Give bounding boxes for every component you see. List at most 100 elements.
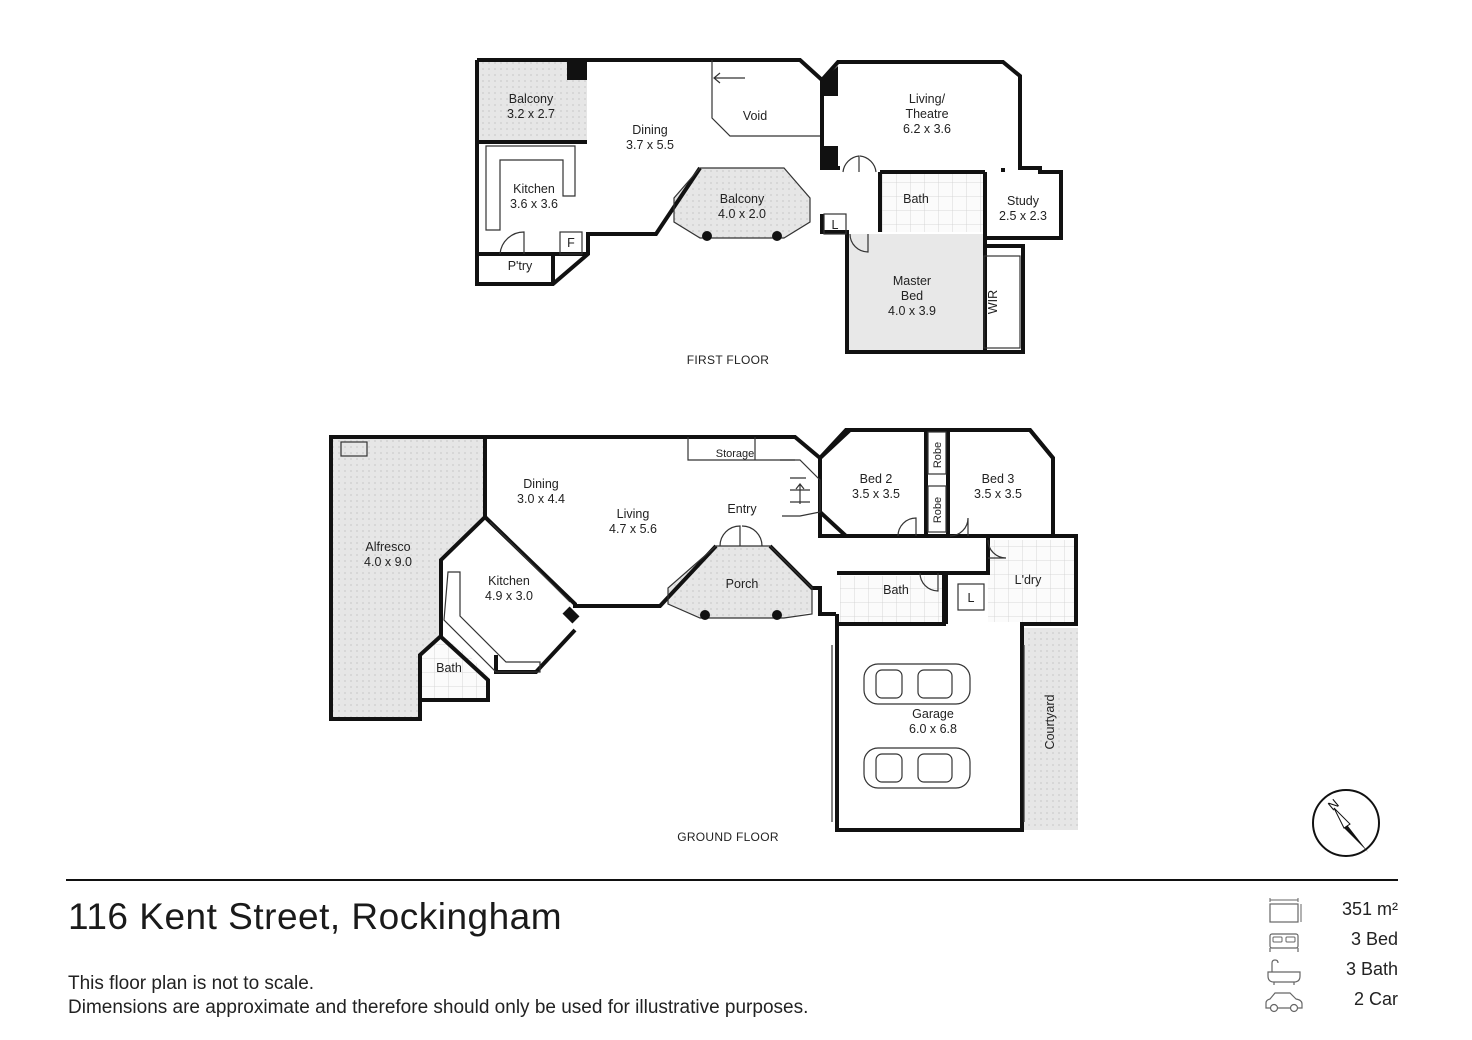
wall-block bbox=[567, 60, 587, 80]
stair-arrow-icon bbox=[713, 72, 745, 84]
svg-text:3.5 x 3.5: 3.5 x 3.5 bbox=[852, 487, 900, 501]
north-arrow-icon: N bbox=[1312, 789, 1380, 857]
column bbox=[772, 231, 782, 241]
svg-text:WIR: WIR bbox=[986, 290, 1000, 314]
svg-text:Bed: Bed bbox=[901, 289, 923, 303]
wall-block bbox=[562, 606, 580, 624]
room-name: Bed 3 bbox=[982, 472, 1015, 486]
svg-text:L: L bbox=[832, 218, 839, 232]
room-name: Balcony bbox=[720, 192, 765, 206]
svg-text:L: L bbox=[968, 591, 975, 605]
kitchen-gf-bench bbox=[443, 571, 541, 673]
svg-text:Master: Master bbox=[893, 274, 931, 288]
porch-area bbox=[668, 546, 812, 618]
room-name: Bath bbox=[903, 192, 929, 206]
fridge-box bbox=[559, 231, 583, 255]
svg-text:2.5 x 2.3: 2.5 x 2.3 bbox=[999, 209, 1047, 223]
footer-divider bbox=[66, 879, 1398, 881]
room-dims: 4.7 x 5.6 bbox=[609, 522, 657, 536]
bath-gf-left-area bbox=[420, 636, 488, 700]
stat-car: 2 Car bbox=[1262, 986, 1398, 1016]
room-dims: 4.9 x 3.0 bbox=[485, 589, 533, 603]
svg-text:4.0 x 3.9: 4.0 x 3.9 bbox=[888, 304, 936, 318]
svg-text:Bath: Bath bbox=[436, 661, 462, 675]
svg-text:Theatre: Theatre bbox=[905, 107, 948, 121]
svg-text:P'try: P'try bbox=[508, 259, 533, 273]
balcony-mid-walls bbox=[673, 167, 811, 239]
robe-bottom-box bbox=[927, 485, 947, 533]
svg-text:GROUND FLOOR: GROUND FLOOR bbox=[677, 830, 779, 844]
room-name: Kitchen bbox=[513, 182, 555, 196]
room-name: Dining bbox=[523, 477, 558, 491]
room-name: Courtyard bbox=[1043, 695, 1057, 750]
room-name: Living/ bbox=[909, 92, 946, 106]
ground-floor-plan: Alfresco 4.0 x 9.0 Dining 3.0 x 4.4 Livi… bbox=[329, 428, 1078, 844]
kitchen-ff-bench bbox=[485, 145, 576, 231]
svg-text:L'dry: L'dry bbox=[1015, 573, 1042, 587]
svg-text:6.2 x 3.6: 6.2 x 3.6 bbox=[903, 122, 951, 136]
svg-text:4.7 x 5.6: 4.7 x 5.6 bbox=[609, 522, 657, 536]
svg-text:Storage: Storage bbox=[716, 448, 755, 460]
room-dims: 3.7 x 5.5 bbox=[626, 138, 674, 152]
door-swing bbox=[949, 517, 969, 537]
svg-text:3.7 x 5.5: 3.7 x 5.5 bbox=[626, 138, 674, 152]
svg-text:FIRST FLOOR: FIRST FLOOR bbox=[687, 353, 769, 367]
disclaimer-line: Dimensions are approximate and therefore… bbox=[68, 997, 809, 1018]
svg-text:Living/: Living/ bbox=[909, 92, 946, 106]
alfresco-area bbox=[331, 437, 485, 719]
door-swing bbox=[849, 233, 869, 253]
room-name: Alfresco bbox=[365, 540, 410, 554]
stair-arrow-icon bbox=[795, 483, 805, 504]
svg-text:Robe: Robe bbox=[932, 497, 944, 523]
room-dims: 4.0 x 3.9 bbox=[888, 304, 936, 318]
svg-text:Balcony: Balcony bbox=[509, 92, 554, 106]
room-dims: 3.0 x 4.4 bbox=[517, 492, 565, 506]
linen-ff-box bbox=[823, 213, 847, 235]
bath-icon bbox=[1267, 959, 1301, 985]
room-name: Living bbox=[617, 507, 650, 521]
room-dims: 3.5 x 3.5 bbox=[852, 487, 900, 501]
svg-text:3.5 x 3.5: 3.5 x 3.5 bbox=[974, 487, 1022, 501]
room-name: Robe bbox=[932, 442, 944, 468]
floor-plan-drawing: Balcony 3.2 x 2.7 Dining 3.7 x 5.5 Void … bbox=[329, 58, 1380, 857]
floor-label: FIRST FLOOR bbox=[687, 353, 769, 367]
room-name: Storage bbox=[716, 448, 755, 460]
svg-text:Kitchen: Kitchen bbox=[513, 182, 555, 196]
first-floor-plan: Balcony 3.2 x 2.7 Dining 3.7 x 5.5 Void … bbox=[475, 58, 1063, 367]
room-dims: 3.5 x 3.5 bbox=[974, 487, 1022, 501]
room-name: Entry bbox=[727, 502, 757, 516]
svg-text:Bed 3: Bed 3 bbox=[982, 472, 1015, 486]
room-dims: 2.5 x 2.3 bbox=[999, 209, 1047, 223]
wall-block bbox=[822, 146, 838, 168]
car-icon bbox=[1265, 992, 1303, 1013]
door-swing bbox=[499, 231, 525, 255]
stat-car-value: 2 Car bbox=[1353, 989, 1398, 1009]
column bbox=[702, 231, 712, 241]
room-name: Bath bbox=[883, 583, 909, 597]
room-name: Dining bbox=[632, 123, 667, 137]
room-name: Study bbox=[1007, 194, 1040, 208]
property-stats: 351 m² 3 Bed 3 Bath 2 Car bbox=[1262, 896, 1398, 1016]
room-name: L bbox=[832, 218, 839, 232]
property-address: 116 Kent Street, Rockingham bbox=[68, 896, 563, 937]
balcony-mid-area bbox=[674, 168, 810, 238]
room-dims: 4.0 x 9.0 bbox=[364, 555, 412, 569]
column bbox=[772, 610, 782, 620]
room-name: Porch bbox=[726, 577, 759, 591]
disclaimer: This floor plan is not to scale. Dimensi… bbox=[68, 972, 808, 1020]
room-name: Garage bbox=[912, 707, 954, 721]
area-icon bbox=[1269, 898, 1302, 923]
first-floor-walls bbox=[475, 58, 1063, 354]
svg-text:Garage: Garage bbox=[912, 707, 954, 721]
svg-text:4.0 x 2.0: 4.0 x 2.0 bbox=[718, 207, 766, 221]
svg-text:6.0 x 6.8: 6.0 x 6.8 bbox=[909, 722, 957, 736]
room-name: Theatre bbox=[905, 107, 948, 121]
room-name: Void bbox=[743, 109, 767, 123]
wall-block bbox=[822, 66, 838, 96]
floor-label: GROUND FLOOR bbox=[677, 830, 779, 844]
stat-area: 351 m² bbox=[1262, 896, 1398, 926]
svg-text:Courtyard: Courtyard bbox=[1043, 695, 1057, 750]
room-dims: 6.0 x 6.8 bbox=[909, 722, 957, 736]
stat-bed-value: 3 Bed bbox=[1350, 929, 1398, 949]
svg-text:Kitchen: Kitchen bbox=[488, 574, 530, 588]
